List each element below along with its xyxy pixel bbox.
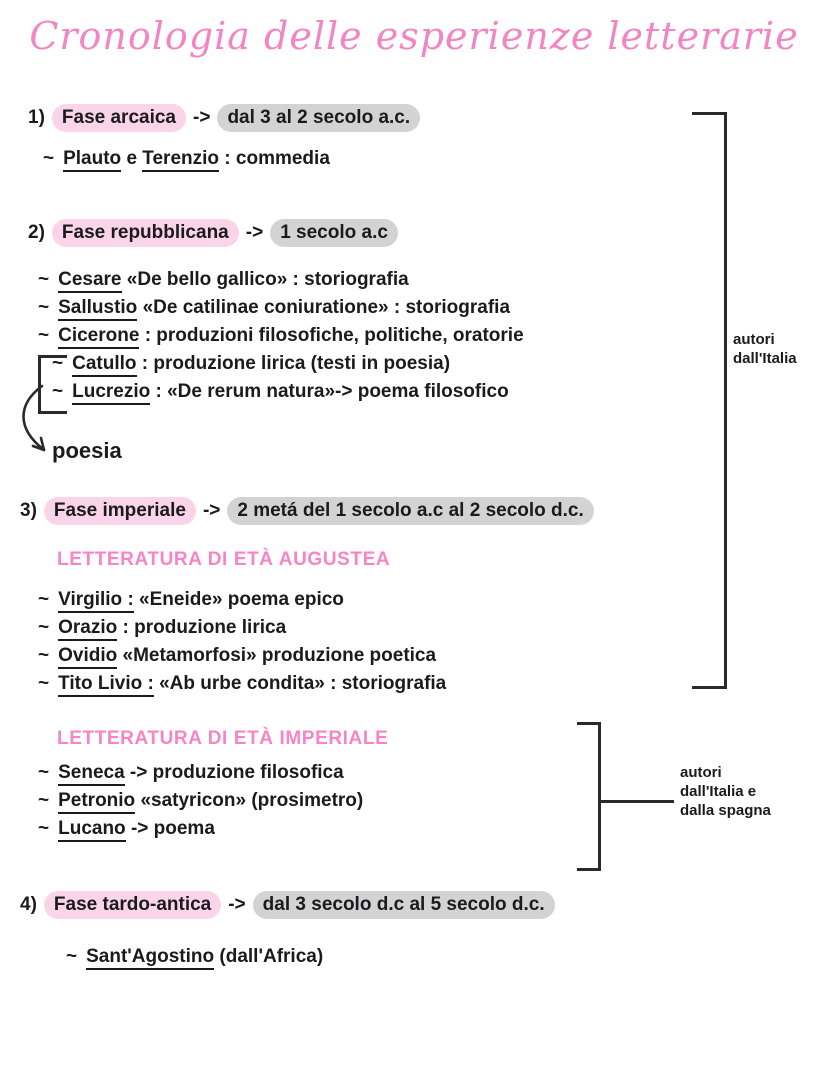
section-3-item-seneca: ~ Seneca -> produzione filosofica — [38, 761, 344, 786]
item-text: -> produzione filosofica — [124, 762, 344, 783]
section-1-arrow: -> — [193, 107, 211, 128]
section-1-item-plauto-terenzio: ~ Plauto e Terenzio : commedia — [43, 147, 330, 172]
section-4-item-sant-agostino: ~ Sant'Agostino (dall'Africa) — [66, 945, 324, 970]
item-text: : produzione lirica (testi in poesia) — [136, 353, 451, 374]
tilde-bullet: ~ — [38, 818, 50, 839]
italy-spain-authors-bracket — [577, 722, 601, 871]
section-2-heading: 2) Fase repubblicana -> 1 secolo a.c — [28, 219, 398, 247]
section-4-arrow: -> — [228, 894, 246, 915]
tilde-bullet: ~ — [38, 645, 50, 666]
section-1-phase-highlight: Fase arcaica — [51, 104, 186, 132]
author-name: Virgilio : — [58, 589, 134, 613]
label-line: autori — [680, 764, 722, 781]
tilde-bullet: ~ — [38, 297, 50, 318]
author-name: Catullo — [72, 353, 137, 377]
section-2-period-highlight: 1 secolo a.c — [270, 219, 398, 247]
section-1-heading: 1) Fase arcaica -> dal 3 al 2 secolo a.c. — [28, 104, 421, 132]
author-name: Lucrezio — [72, 381, 151, 405]
label-line: dall'Italia e — [680, 783, 757, 800]
item-text: e — [121, 148, 143, 169]
poesia-note: poesia — [52, 438, 122, 463]
section-2-number: 2) — [28, 222, 45, 243]
section-2-item-catullo: ~ Catullo : produzione lirica (testi in p… — [52, 352, 451, 377]
author-name: Petronio — [58, 790, 136, 814]
author-name: Sant'Agostino — [86, 946, 215, 970]
bracket-connector-line — [598, 800, 674, 803]
section-3-number: 3) — [20, 500, 37, 521]
item-text: : produzioni filosofiche, politiche, ora… — [139, 325, 524, 346]
tilde-bullet: ~ — [38, 589, 50, 610]
author-name: Cicerone — [58, 325, 140, 349]
author-name: Lucano — [58, 818, 126, 842]
author-name: Sallustio — [58, 297, 138, 321]
item-text: «De bello gallico» : storiografia — [121, 269, 409, 290]
section-1-period-highlight: dal 3 al 2 secolo a.c. — [217, 104, 421, 132]
poetry-group-bracket — [38, 355, 67, 414]
label-line: dall'Italia — [733, 350, 797, 367]
section-3-heading: 3) Fase imperiale -> 2 metá del 1 secolo a.… — [20, 497, 594, 525]
italy-spain-authors-label: autori dall'Italia e dalla spagna — [680, 763, 771, 820]
item-text: : commedia — [219, 148, 330, 169]
author-name: Cesare — [58, 269, 122, 293]
author-name: Plauto — [63, 148, 122, 172]
item-text: «Metamorfosi» produzione poetica — [117, 645, 437, 666]
label-line: autori — [733, 331, 775, 348]
section-3-item-lucano: ~ Lucano -> poema — [38, 817, 215, 842]
tilde-bullet: ~ — [52, 353, 64, 374]
tilde-bullet: ~ — [66, 946, 78, 967]
tilde-bullet: ~ — [38, 790, 50, 811]
tilde-bullet: ~ — [38, 269, 50, 290]
augustea-subheader: LETTERATURA DI ETÀ AUGUSTEA — [57, 549, 391, 570]
author-name: Orazio — [58, 617, 118, 641]
item-text: «De catilinae coniuratione» : storiograf… — [137, 297, 511, 318]
tilde-bullet: ~ — [38, 762, 50, 783]
tilde-bullet: ~ — [38, 325, 50, 346]
section-1-number: 1) — [28, 107, 45, 128]
item-text: : produzione lirica — [117, 617, 287, 638]
item-text: «Ab urbe condita» : storiografia — [153, 673, 447, 694]
italy-authors-label: autori dall'Italia — [733, 330, 797, 368]
section-2-item-lucrezio: ~ Lucrezio : «De rerum natura»-> poema fi… — [52, 380, 509, 405]
section-4-phase-highlight: Fase tardo-antica — [43, 891, 222, 919]
tilde-bullet: ~ — [38, 673, 50, 694]
imperiale-subheader: LETTERATURA DI ETÀ IMPERIALE — [57, 728, 389, 749]
author-name: Ovidio — [58, 645, 118, 669]
tilde-bullet: ~ — [52, 381, 64, 402]
section-3-period-highlight: 2 metá del 1 secolo a.c al 2 secolo d.c. — [227, 497, 594, 525]
section-2-item-sallustio: ~ Sallustio «De catilinae coniuratione» :… — [38, 296, 511, 321]
label-line: dalla spagna — [680, 802, 771, 819]
item-text: «Eneide» poema epico — [133, 589, 344, 610]
item-text: -> poema — [125, 818, 215, 839]
author-name: Seneca — [58, 762, 125, 786]
section-2-item-cicerone: ~ Cicerone : produzioni filosofiche, poli… — [38, 324, 524, 349]
tilde-bullet: ~ — [38, 617, 50, 638]
section-3-item-ovidio: ~ Ovidio «Metamorfosi» produzione poetica — [38, 644, 437, 669]
section-3-item-orazio: ~ Orazio : produzione lirica — [38, 616, 287, 641]
page-title: Cronologia delle esperienze letterarie — [29, 14, 799, 58]
section-4-heading: 4) Fase tardo-antica -> dal 3 secolo d.c al… — [20, 891, 555, 919]
curved-arrow-icon — [22, 384, 46, 452]
section-2-arrow: -> — [245, 222, 264, 243]
section-3-arrow: -> — [202, 500, 221, 521]
section-4-period-highlight: dal 3 secolo d.c al 5 secolo d.c. — [252, 891, 555, 919]
section-2-item-cesare: ~ Cesare «De bello gallico» : storiografi… — [38, 268, 409, 293]
item-text: «satyricon» (prosimetro) — [135, 790, 364, 811]
author-name: Tito Livio : — [58, 673, 154, 697]
section-4-number: 4) — [20, 894, 37, 915]
author-name: Terenzio — [142, 148, 220, 172]
section-2-phase-highlight: Fase repubblicana — [51, 219, 239, 247]
section-3-item-petronio: ~ Petronio «satyricon» (prosimetro) — [38, 789, 364, 814]
italy-authors-bracket — [692, 112, 727, 689]
section-3-phase-highlight: Fase imperiale — [43, 497, 196, 525]
section-3-item-tito-livio: ~ Tito Livio : «Ab urbe condita» : storio… — [38, 672, 447, 697]
item-text: : «De rerum natura»-> poema filosofico — [150, 381, 509, 402]
tilde-bullet: ~ — [43, 148, 55, 169]
item-text: (dall'Africa) — [214, 946, 324, 967]
section-3-item-virgilio: ~ Virgilio : «Eneide» poema epico — [38, 588, 344, 613]
